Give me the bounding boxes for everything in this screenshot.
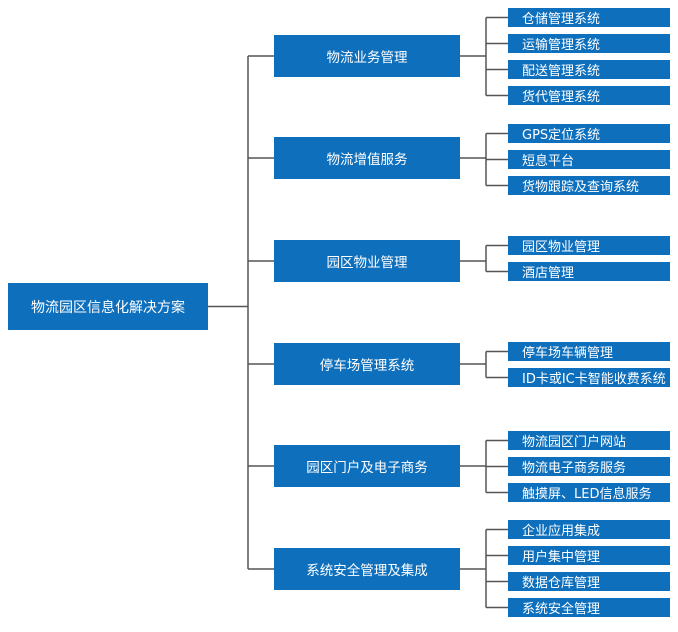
leaf-node-label: 系统安全管理	[522, 602, 601, 617]
leaf-node-label: 配送管理系统	[522, 64, 601, 79]
leaf-node-1-1: 仓储管理系统	[508, 8, 670, 27]
leaf-node-label: 数据仓库管理	[522, 576, 601, 591]
leaf-node-label: 用户集中管理	[522, 550, 601, 565]
leaf-node-5-3: 触摸屏、LED信息服务	[508, 483, 670, 502]
leaf-node-label: 停车场车辆管理	[522, 346, 614, 361]
leaf-node-label: 企业应用集成	[522, 524, 601, 539]
leaf-node-6-1: 企业应用集成	[508, 520, 670, 539]
branch-node-1: 物流业务管理	[274, 35, 460, 77]
leaf-node-5-2: 物流电子商务服务	[508, 457, 670, 476]
leaf-node-6-4: 系统安全管理	[508, 598, 670, 617]
root-node: 物流园区信息化解决方案	[8, 283, 208, 330]
leaf-node-6-3: 数据仓库管理	[508, 572, 670, 591]
leaf-node-3-2: 酒店管理	[508, 262, 670, 281]
leaf-node-4-2: ID卡或IC卡智能收费系统	[508, 368, 670, 387]
leaf-node-label: 货物跟踪及查询系统	[522, 180, 640, 195]
leaf-node-label: GPS定位系统	[522, 128, 601, 143]
branch-node-label: 园区物业管理	[326, 255, 408, 271]
leaf-node-4-1: 停车场车辆管理	[508, 342, 670, 361]
branch-node-label: 系统安全管理及集成	[306, 563, 428, 579]
branch-node-5: 园区门户及电子商务	[274, 445, 460, 487]
leaf-node-label: 触摸屏、LED信息服务	[522, 487, 652, 502]
leaf-node-label: 酒店管理	[522, 266, 575, 281]
root-node-label: 物流园区信息化解决方案	[31, 299, 185, 316]
branch-node-4: 停车场管理系统	[274, 343, 460, 385]
branch-node-label: 园区门户及电子商务	[306, 460, 428, 476]
leaf-node-1-2: 运输管理系统	[508, 34, 670, 53]
branch-node-label: 物流业务管理	[326, 50, 408, 66]
leaf-node-6-2: 用户集中管理	[508, 546, 670, 565]
branch-node-6: 系统安全管理及集成	[274, 548, 460, 590]
leaf-node-2-1: GPS定位系统	[508, 124, 670, 143]
leaf-node-label: ID卡或IC卡智能收费系统	[522, 372, 666, 387]
leaf-node-label: 仓储管理系统	[522, 12, 601, 27]
leaf-node-2-2: 短息平台	[508, 150, 670, 169]
leaf-node-label: 短息平台	[522, 154, 575, 169]
branch-node-label: 停车场管理系统	[319, 358, 415, 374]
branch-node-3: 园区物业管理	[274, 240, 460, 282]
leaf-node-label: 园区物业管理	[522, 240, 601, 255]
branch-node-label: 物流增值服务	[326, 152, 408, 168]
leaf-node-1-3: 配送管理系统	[508, 60, 670, 79]
leaf-node-2-3: 货物跟踪及查询系统	[508, 176, 670, 195]
leaf-node-label: 运输管理系统	[522, 38, 601, 53]
leaf-node-1-4: 货代管理系统	[508, 86, 670, 105]
leaf-node-label: 物流园区门户网站	[522, 435, 627, 450]
leaf-node-5-1: 物流园区门户网站	[508, 431, 670, 450]
branch-node-2: 物流增值服务	[274, 137, 460, 179]
leaf-node-3-1: 园区物业管理	[508, 236, 670, 255]
leaf-node-label: 物流电子商务服务	[522, 461, 627, 476]
leaf-node-label: 货代管理系统	[522, 90, 601, 105]
